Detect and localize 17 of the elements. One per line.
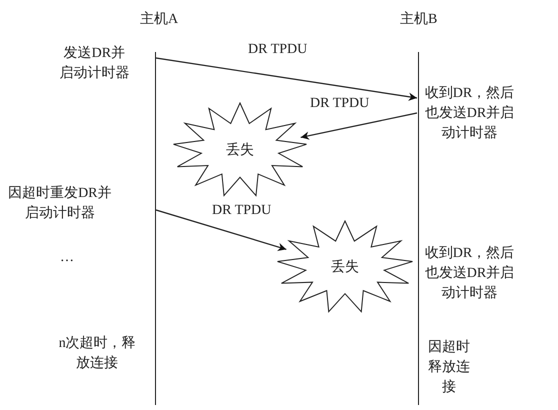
- lifeline-heading: 主机A: [140, 10, 178, 29]
- node-label: 丢失: [330, 258, 360, 276]
- arrow: [156, 57, 418, 101]
- step-note: 因超时释放连接: [427, 338, 472, 397]
- arrow: [300, 112, 418, 140]
- step-note: 收到DR，然后也发送DR并启动计时器: [424, 244, 515, 303]
- burst-shape: [172, 102, 308, 198]
- arrow: [156, 209, 286, 251]
- step-note: …: [60, 249, 74, 267]
- node-label: 丢失: [225, 142, 255, 159]
- lifeline: [154, 52, 156, 405]
- step-note: 因超时重发DR并启动计时器: [8, 184, 112, 223]
- burst-shape: [276, 220, 414, 314]
- step-note: n次超时，释放连接: [58, 334, 136, 373]
- step-note: 发送DR并启动计时器: [58, 44, 130, 83]
- step-note: 收到DR，然后也发送DR并启动计时器: [424, 84, 515, 143]
- lifeline-heading: 主机B: [400, 10, 438, 29]
